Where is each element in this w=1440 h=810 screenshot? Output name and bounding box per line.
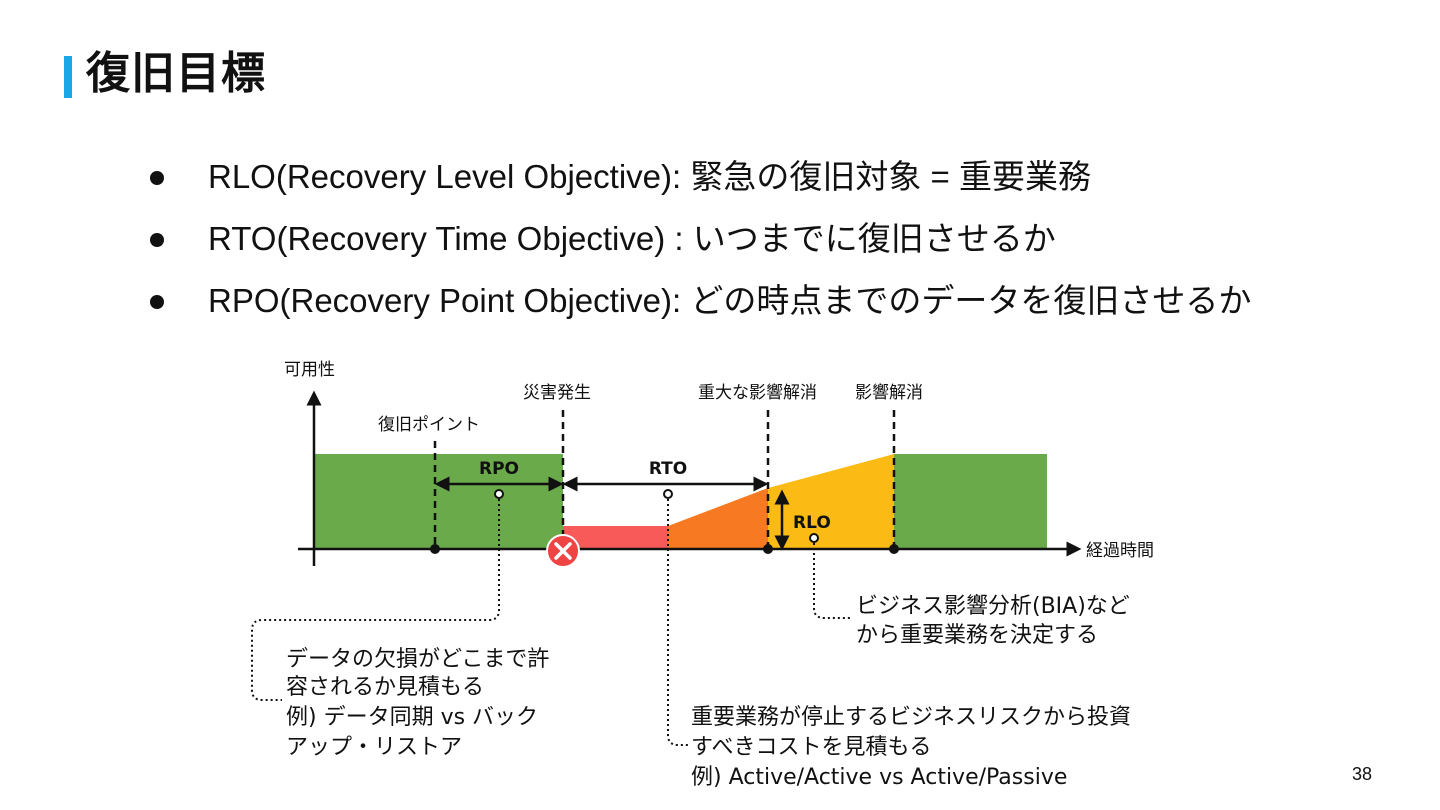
rto-note-line: 重要業務が停止するビジネスリスクから投資: [691, 705, 1131, 730]
bullet-dot-icon: [150, 295, 164, 309]
bullet-rpo: RPO(Recovery Point Objective): どの時点までのデー…: [140, 270, 1251, 332]
title-accent-bar: [64, 56, 72, 98]
major-impact-resolved-label: 重大な影響解消: [698, 383, 817, 403]
outage-area: [563, 526, 668, 549]
rto-callout-anchor: [663, 489, 673, 499]
rlo-label: RLO: [793, 513, 831, 533]
partial-service-area: [768, 454, 894, 549]
impact-resolved-label: 影響解消: [855, 383, 923, 403]
bullet-list: RLO(Recovery Level Objective): 緊急の復旧対象 =…: [140, 146, 1251, 332]
rto-label: RTO: [649, 459, 687, 479]
page-number: 38: [1352, 764, 1373, 784]
x-axis-label: 経過時間: [1086, 541, 1154, 561]
bullet-dot-icon: [150, 233, 164, 247]
rto-callout-leader: [667, 499, 688, 746]
disaster-x-icon: [546, 534, 580, 568]
rpo-note-line: 容されるか見積もる: [286, 675, 484, 700]
rpo-label: RPO: [479, 459, 519, 479]
rpo-callout-anchor: [494, 489, 504, 499]
impact-resolved-marker: [889, 544, 899, 554]
rlo-callout-anchor: [809, 533, 819, 543]
bullet-rlo: RLO(Recovery Level Objective): 緊急の復旧対象 =…: [140, 146, 1251, 208]
recovering-area: [668, 488, 768, 549]
rlo-note-line: から重要業務を決定する: [856, 623, 1098, 648]
slide-title: 復旧目標: [86, 48, 266, 99]
rlo-note: ビジネス影響分析(BIA)など から重要業務を決定する: [856, 594, 1137, 648]
major-impact-resolved-marker: [763, 544, 773, 554]
bullet-text: RLO(Recovery Level Objective): 緊急の復旧対象 =…: [208, 158, 1091, 195]
rpo-note-line: アップ・リストア: [286, 735, 462, 760]
rlo-note-line: ビジネス影響分析(BIA)など: [856, 594, 1130, 619]
y-axis-label: 可用性: [284, 360, 335, 380]
bullet-text: RPO(Recovery Point Objective): どの時点までのデー…: [208, 282, 1252, 319]
rto-note: 重要業務が停止するビジネスリスクから投資 すべきコストを見積もる 例) Acti…: [691, 705, 1138, 790]
rlo-callout-leader: [813, 543, 852, 619]
bullet-rto: RTO(Recovery Time Objective) : いつまでに復旧させ…: [140, 208, 1251, 270]
rpo-note: データの欠損がどこまで許 容されるか見積もる 例) データ同期 vs バック ア…: [286, 647, 556, 760]
bullet-text: RTO(Recovery Time Objective) : いつまでに復旧させ…: [208, 220, 1056, 257]
rpo-note-line: 例) データ同期 vs バック: [286, 705, 538, 730]
disaster-label: 災害発生: [523, 383, 591, 403]
normal-availability-area-left: [314, 454, 563, 549]
recovery-point-marker: [430, 544, 440, 554]
bullet-dot-icon: [150, 171, 164, 185]
recovery-point-label: 復旧ポイント: [378, 415, 480, 435]
rto-note-line: すべきコストを見積もる: [691, 735, 931, 760]
rpo-note-line: データの欠損がどこまで許: [286, 647, 549, 672]
rto-note-line: 例) Active/Active vs Active/Passive: [691, 765, 1067, 790]
normal-availability-area-right: [894, 454, 1047, 549]
